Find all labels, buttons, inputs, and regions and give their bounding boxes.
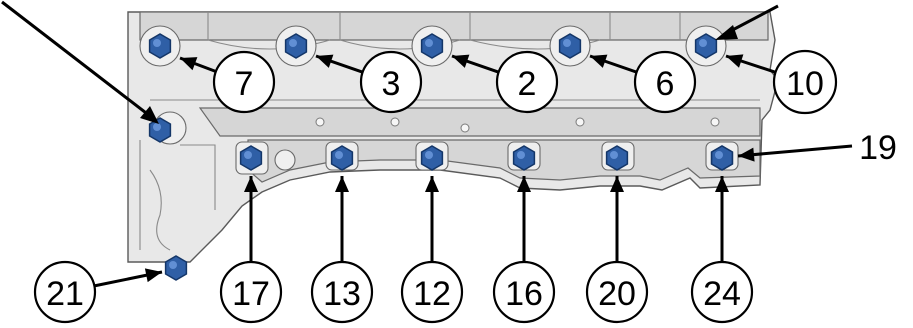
engine-block-casting (127, 11, 779, 263)
callout-24-circle (690, 260, 754, 324)
callout-6-circle (633, 50, 697, 114)
callout-7: 7 (179, 50, 276, 114)
bolt-head (694, 33, 718, 59)
callout-2-circle (495, 50, 559, 114)
callout-17-label: 17 (232, 275, 270, 313)
bolt-head (512, 145, 536, 171)
callout-7-arrowhead (180, 57, 198, 71)
callout-16: 16 (492, 176, 556, 324)
callout-10-label: 10 (786, 65, 824, 103)
bolt-head (420, 145, 444, 171)
callout-3-circle (359, 50, 423, 114)
top-left-leader-line (1, 0, 151, 118)
top-right-leader-arrowhead (715, 25, 738, 40)
bolt-21 (164, 255, 188, 281)
bolt-head (148, 33, 172, 59)
callout-2-arrowhead (452, 54, 470, 68)
bolt-highlight (153, 39, 161, 47)
bolt-highlight (425, 151, 433, 159)
bolt-unlabeled-1 (148, 117, 172, 143)
bolt-head (558, 33, 582, 59)
bolt-head (605, 145, 629, 171)
bolt-12 (420, 145, 444, 171)
bolt-highlight (563, 39, 571, 47)
callout-6-label: 6 (656, 65, 675, 103)
callout-12-label: 12 (413, 275, 451, 313)
callout-13-arrowhead (335, 176, 349, 192)
bolt-highlight (715, 151, 723, 159)
callout-6: 6 (589, 50, 697, 114)
callout-3-arrowhead (316, 54, 334, 68)
callout-24-label: 24 (703, 275, 741, 313)
callout-20: 20 (585, 176, 649, 324)
bolt-17 (239, 145, 263, 171)
bolt-3 (284, 33, 308, 59)
bolt-6 (558, 33, 582, 59)
bolt-group (148, 33, 734, 281)
bolt-13 (330, 145, 354, 171)
callout-group: 7 3 2 6 10 19 21 17 13 12 16 20 24 (33, 49, 897, 324)
callout-10-arrowhead (726, 54, 744, 68)
callout-21-circle (33, 260, 97, 324)
callout-7-circle (212, 50, 276, 114)
bolt-7 (148, 33, 172, 59)
bolt-highlight (610, 151, 618, 159)
bolt-highlight (425, 39, 433, 47)
bolt-highlight (517, 151, 525, 159)
callout-17-circle (219, 260, 283, 324)
bolt-highlight (169, 261, 177, 269)
top-left-leader-arrowhead (140, 106, 159, 124)
callout-3-label: 3 (382, 65, 401, 103)
bolt-20 (605, 145, 629, 171)
bolt-head (330, 145, 354, 171)
callout-19-leader-line (737, 144, 853, 158)
callout-19-arrowhead (738, 147, 755, 162)
callout-21: 21 (33, 260, 163, 324)
callout-3: 3 (315, 50, 423, 114)
callout-2-label: 2 (518, 65, 537, 103)
callout-19: 19 (737, 129, 897, 167)
callout-20-arrowhead (610, 176, 624, 192)
callout-24: 24 (690, 176, 754, 324)
bolt-16 (512, 145, 536, 171)
callout-7-label: 7 (235, 65, 254, 103)
bolt-10 (694, 33, 718, 59)
bolt-head (164, 255, 188, 281)
callout-21-arrowhead (144, 268, 162, 283)
bolt-head (284, 33, 308, 59)
callout-13-circle (310, 260, 374, 324)
bolt-highlight (153, 123, 161, 131)
callout-13-label: 13 (323, 275, 361, 313)
callout-21-label: 21 (46, 275, 84, 313)
callout-17-arrowhead (244, 176, 258, 192)
bolt-head (239, 145, 263, 171)
bolt-highlight (335, 151, 343, 159)
callout-16-label: 16 (505, 275, 543, 313)
bolt-head (710, 145, 734, 171)
callout-17: 17 (219, 176, 283, 324)
callout-12-circle (400, 260, 464, 324)
callout-12-arrowhead (425, 176, 439, 192)
callout-12: 12 (400, 176, 464, 324)
bolt-24 (710, 145, 734, 171)
bolt-head (420, 33, 444, 59)
bolt-2 (420, 33, 444, 59)
callout-2: 2 (451, 50, 559, 114)
callout-19-label: 19 (859, 129, 897, 167)
callout-24-arrowhead (715, 176, 729, 192)
bolt-highlight (699, 39, 707, 47)
unlabeled-leaders (1, 0, 779, 124)
callout-16-arrowhead (517, 176, 531, 192)
callout-6-arrowhead (590, 54, 608, 68)
callout-10-circle (772, 49, 838, 115)
bolt-highlight (289, 39, 297, 47)
callout-13: 13 (310, 176, 374, 324)
callout-20-label: 20 (598, 275, 636, 313)
callout-20-circle (585, 260, 649, 324)
bolt-highlight (244, 151, 252, 159)
callout-10: 10 (725, 49, 838, 115)
callout-16-circle (492, 260, 556, 324)
